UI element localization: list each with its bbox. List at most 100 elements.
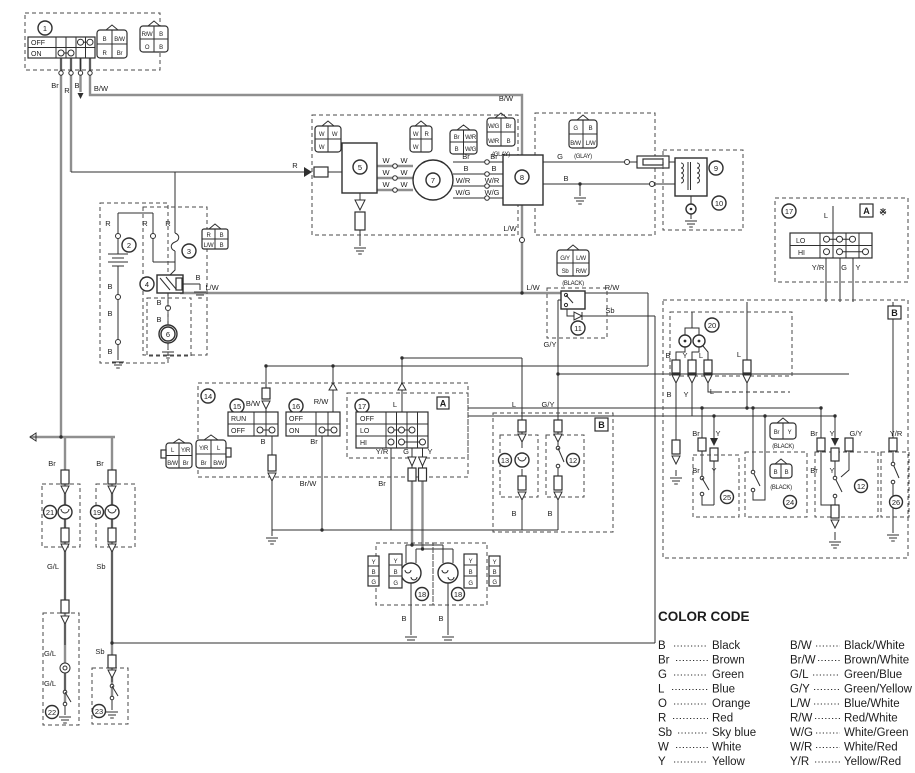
tail-unit-group: B 13 12 — [492, 412, 614, 533]
component-number: 3 — [187, 247, 191, 256]
connector-pin-label: W — [413, 132, 419, 138]
wire-label: L — [710, 387, 714, 396]
component-number: 2 — [127, 241, 131, 250]
wire-label: W — [400, 168, 408, 177]
connector-pin-label: Br — [183, 461, 189, 467]
switch-position-label: HI — [360, 440, 367, 447]
legend-name: Red/White — [844, 713, 898, 725]
component-number: 22 — [48, 708, 56, 717]
legend-code: Br/W — [790, 655, 816, 667]
wire-label: Br/W — [300, 479, 318, 488]
legend-code: W/G — [790, 727, 813, 739]
wire-label: W — [400, 180, 408, 189]
wire-label: Br — [51, 81, 59, 90]
wire-label: W — [400, 156, 408, 165]
wire-label: B — [666, 390, 671, 399]
connector-pin-label: B/W — [167, 461, 178, 467]
connector-color-label: (GLAY) — [574, 154, 592, 160]
wire-label: R — [292, 161, 298, 170]
wire-label: B — [401, 614, 406, 623]
legend-code: Y — [658, 756, 666, 768]
legend-code: B/W — [790, 640, 812, 652]
connector-pin-label: Sb — [562, 269, 570, 275]
wire-label: Br — [378, 479, 386, 488]
headlights-group: 18 18 Y B G Y B G Y B G Y B G — [367, 542, 501, 606]
legend-code: O — [658, 698, 667, 710]
legend-name: Yellow — [712, 756, 746, 768]
connector-pin-label: Br — [506, 124, 512, 130]
wire-label: G — [841, 263, 847, 272]
connector-pin-label: R — [424, 132, 429, 138]
connector-pin-label: B — [507, 139, 511, 145]
connector-pin-label: B — [220, 233, 224, 239]
main-switch-group: 1 OFF ON B B/W R Br R/W B O B — [24, 12, 169, 76]
connector-pin-label: B/W — [114, 37, 125, 43]
switch-position-label: HI — [798, 250, 805, 257]
wire-label: G/Y — [544, 340, 557, 349]
wire-label: B/W — [94, 84, 109, 93]
connector-pin-label: G — [468, 581, 473, 587]
component-number: 25 — [723, 493, 731, 502]
connector-pin-label: Y — [372, 560, 376, 566]
component-number: 12 — [857, 482, 865, 491]
wire-label: Y — [829, 466, 834, 475]
connector-pin-label: B — [220, 243, 224, 249]
component-number: 23 — [95, 707, 103, 716]
connector-pin-label: B — [159, 32, 163, 38]
indicator-lamps-group: 21 19 22 23 — [41, 469, 136, 726]
legend-name: Red — [712, 713, 733, 725]
component-number: 12 — [569, 456, 577, 465]
wires — [29, 161, 900, 715]
wire-label: B — [107, 282, 112, 291]
legend-name: White/Red — [844, 742, 898, 754]
frame-tag: B — [598, 420, 605, 430]
connector-pin-label: B/W — [570, 141, 581, 147]
connector-pin-label: L/W — [576, 256, 586, 262]
component-number: 1 — [43, 24, 47, 33]
wire-label: R — [165, 219, 171, 228]
legend-code: Y/R — [790, 756, 809, 768]
connector-pin-label: R — [102, 51, 107, 57]
meter-box-group: B 20 25 Br Y (BLACK) B B (BLACK) 24 12 2… — [662, 299, 910, 559]
connector-pin-label: Y/R — [199, 446, 209, 452]
wire-label: Y — [829, 429, 834, 438]
wire-label: B — [463, 164, 468, 173]
wire-label: W/R — [456, 176, 471, 185]
connector-pin-label: B — [455, 147, 459, 153]
diode-unit-group: G/Y L/W Sb R/W (BLACK) 11 — [546, 244, 608, 339]
wire-label: W — [382, 168, 390, 177]
legend-code: B — [658, 640, 666, 652]
component-number: 19 — [93, 508, 101, 517]
legend-name: Orange — [712, 698, 750, 710]
switch-position-label: LO — [360, 428, 370, 435]
wire-label: L — [699, 351, 703, 360]
legend-name: Blue — [712, 684, 735, 696]
connector-pin-label: B — [394, 570, 398, 576]
legend-code: G/Y — [790, 684, 810, 696]
component-number: 7 — [431, 176, 435, 185]
wire-label: R — [142, 219, 148, 228]
wire-labels: Br R B B/W B/W R W W W W W W Br Br B B W… — [44, 81, 903, 688]
frame-tag: A — [863, 206, 870, 216]
wire-label: B — [547, 509, 552, 518]
connector-pin-label: B — [103, 37, 107, 43]
component-number: 6 — [166, 330, 170, 339]
cdi-magneto-group: 5 W W W 7 W R W Br W/R B W/G — [304, 114, 519, 236]
connector-pin-label: Y — [493, 560, 497, 566]
dimmer-alt-group: 17 A ※ LO HI — [774, 197, 909, 283]
connector-pin-label: G/Y — [560, 256, 570, 262]
wire-label: Br — [490, 152, 498, 161]
component-number: 21 — [46, 508, 54, 517]
regulator-coil-group: 8 W/G Br W/R B (GLAY) G B B/W L/W (GLAY)… — [486, 112, 744, 236]
wire-label: Br — [692, 429, 700, 438]
connector-pin-label: B — [372, 570, 376, 576]
wire-label: L — [393, 400, 397, 409]
wire-label: Br — [810, 429, 818, 438]
wire-label: W — [382, 180, 390, 189]
legend-name: Blue/White — [844, 698, 900, 710]
connector-pin-label: Br — [774, 430, 780, 436]
connector-pin-label: B — [493, 570, 497, 576]
